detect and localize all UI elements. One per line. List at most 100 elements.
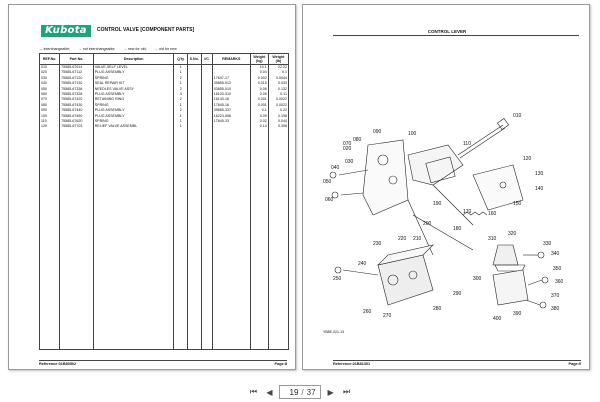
part-callout: 070: [343, 141, 352, 147]
table-cell: 0.198: [267, 113, 290, 120]
table-cell: 1: [173, 64, 188, 71]
table-filler-row: [38, 129, 290, 351]
table-cell: 0.11: [267, 92, 290, 98]
table-cell: 0.0022: [267, 102, 290, 109]
part-callout: 140: [535, 186, 544, 192]
previous-page-icon[interactable]: ◀: [266, 387, 273, 397]
table-cell: 0.22: [267, 108, 290, 114]
table-cell: [200, 86, 213, 93]
column-header: Weight (lb): [267, 53, 290, 65]
legend-item: ← old for new: [154, 47, 177, 51]
table-cell: 0.0044: [267, 75, 290, 82]
table-cell: [173, 129, 188, 351]
table-cell: 2: [173, 86, 188, 93]
part-callout: 020: [343, 146, 352, 152]
part-callout: 040: [331, 165, 340, 171]
table-cell: 03855-010: [211, 86, 251, 93]
column-header: S.No.: [186, 53, 202, 65]
page-title: CONTROL VALVE [COMPONENT PARTS]: [97, 27, 195, 33]
column-header: Q'ty: [173, 53, 188, 65]
part-callout: 190: [433, 201, 442, 207]
table-cell: [249, 129, 269, 351]
part-callout: 080: [353, 137, 362, 143]
table-cell: 090: [38, 108, 61, 114]
first-page-icon[interactable]: ⏮: [249, 387, 258, 396]
part-callout: 210: [413, 236, 422, 242]
table-cell: 070: [38, 97, 61, 103]
interchange-legend: ↔ interchangeable; → not interchangeable…: [39, 47, 184, 51]
column-header: Weight (kg): [249, 53, 269, 65]
page-indicator: / 37: [279, 385, 321, 399]
table-cell: [186, 129, 202, 351]
table-cell: [211, 64, 251, 71]
part-callout: 050: [323, 179, 332, 185]
column-header: Description: [92, 53, 175, 65]
header-rule: [333, 35, 579, 36]
table-cell: [200, 124, 213, 130]
part-callout: 170: [463, 209, 472, 215]
part-callout: 090: [373, 129, 382, 135]
part-callout: 300: [473, 276, 482, 282]
part-callout: 320: [508, 231, 517, 237]
table-cell: 1: [173, 102, 188, 109]
table-cell: [92, 129, 175, 351]
part-callout: 260: [363, 309, 372, 315]
part-callout: 100: [408, 131, 417, 137]
page-number-input[interactable]: [284, 387, 299, 397]
last-page-icon[interactable]: ⏭: [342, 387, 351, 396]
table-cell: [267, 129, 290, 351]
table-cell: 1: [173, 119, 188, 125]
part-callout: 240: [358, 261, 367, 267]
page-navigation-toolbar: ⏮ ◀ / 37 ▶ ⏭: [0, 382, 600, 402]
table-cell: 030: [38, 75, 61, 82]
total-pages: 37: [306, 387, 316, 397]
part-callout: 290: [453, 291, 462, 297]
reference-number: Reference:01B81301: [333, 362, 371, 366]
table-cell: 16224-056: [211, 113, 251, 120]
table-cell: [200, 64, 213, 71]
table-cell: 4: [173, 92, 188, 98]
table-cell: [211, 124, 251, 130]
diagram-code: YB8E-021-13: [323, 330, 344, 334]
part-callout: 130: [535, 171, 544, 177]
table-cell: 17845-33: [211, 119, 251, 125]
table-cell: 2: [173, 108, 188, 114]
table-cell: 120: [38, 124, 61, 130]
table-cell: [211, 129, 251, 351]
table-cell: 110: [38, 119, 61, 125]
page-number: Page:9: [568, 362, 581, 366]
table-cell: [200, 113, 213, 120]
next-page-icon[interactable]: ▶: [327, 387, 334, 397]
table-cell: 0.033: [267, 81, 290, 87]
page-separator: /: [301, 387, 304, 397]
part-callout: 330: [543, 241, 552, 247]
table-cell: [211, 70, 251, 76]
table-cell: 080: [38, 102, 61, 109]
table-cell: 0.044: [267, 119, 290, 125]
part-callout: 370: [551, 293, 560, 299]
part-callout: 270: [383, 313, 392, 319]
table-cell: 16103-310: [211, 92, 251, 98]
table-cell: [200, 81, 213, 87]
footer-rule: [333, 360, 581, 361]
part-callout: 010: [513, 113, 522, 119]
footer-rule: [39, 360, 287, 361]
table-cell: 0.0022: [267, 97, 290, 103]
part-callout: 180: [453, 226, 462, 232]
part-callout: 120: [523, 156, 532, 162]
table-cell: [59, 129, 94, 351]
part-callout: 200: [423, 221, 432, 227]
part-callout: 380: [551, 306, 560, 312]
part-callout: 280: [433, 306, 442, 312]
legend-item: ↔ interchangeable;: [39, 47, 71, 51]
table-cell: [38, 129, 61, 351]
